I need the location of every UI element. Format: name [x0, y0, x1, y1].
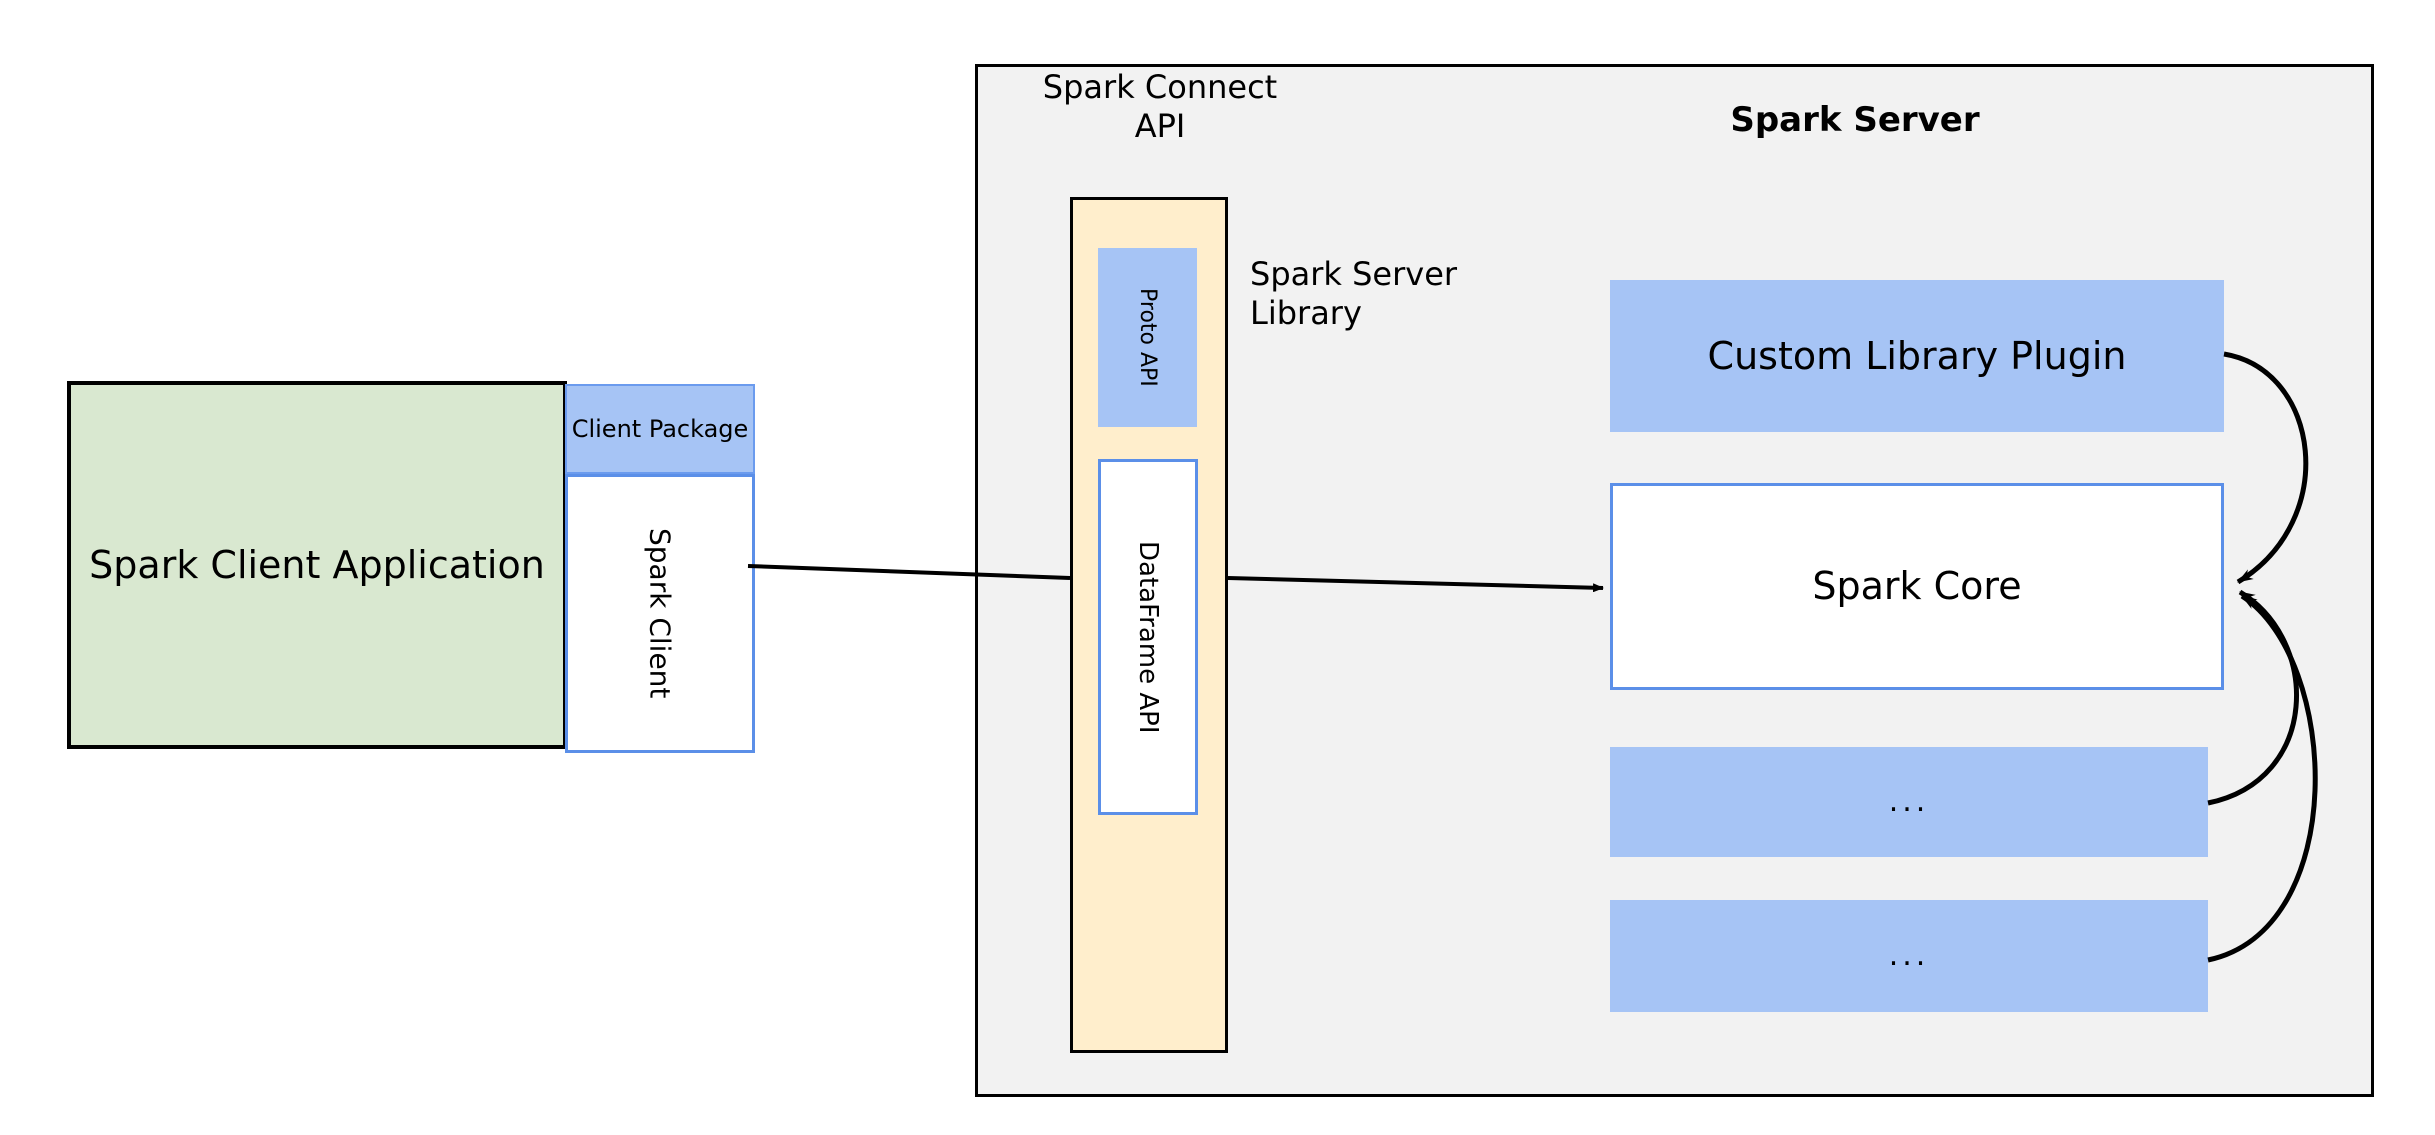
spark-client-application-box: Spark Client Application	[67, 381, 567, 749]
ellipsis-box-1: ...	[1610, 747, 2208, 857]
dataframe-api-label: DataFrame API	[1133, 540, 1163, 734]
proto-api-label: Proto API	[1135, 288, 1160, 387]
ellipsis-box-2: ...	[1610, 900, 2208, 1012]
spark-client-label: Spark Client	[643, 528, 677, 699]
dataframe-api-box: DataFrame API	[1098, 459, 1198, 815]
spark-server-library-label: Spark Server Library	[1250, 255, 1458, 333]
spark-connect-api-label: Spark Connect API	[1042, 68, 1278, 146]
client-package-box: Client Package	[565, 384, 755, 474]
spark-client-box: Spark Client	[565, 474, 755, 753]
custom-library-plugin-box: Custom Library Plugin	[1610, 280, 2224, 432]
proto-api-box: Proto API	[1098, 248, 1197, 427]
spark-server-title: Spark Server	[1730, 100, 1980, 140]
spark-core-box: Spark Core	[1610, 483, 2224, 690]
